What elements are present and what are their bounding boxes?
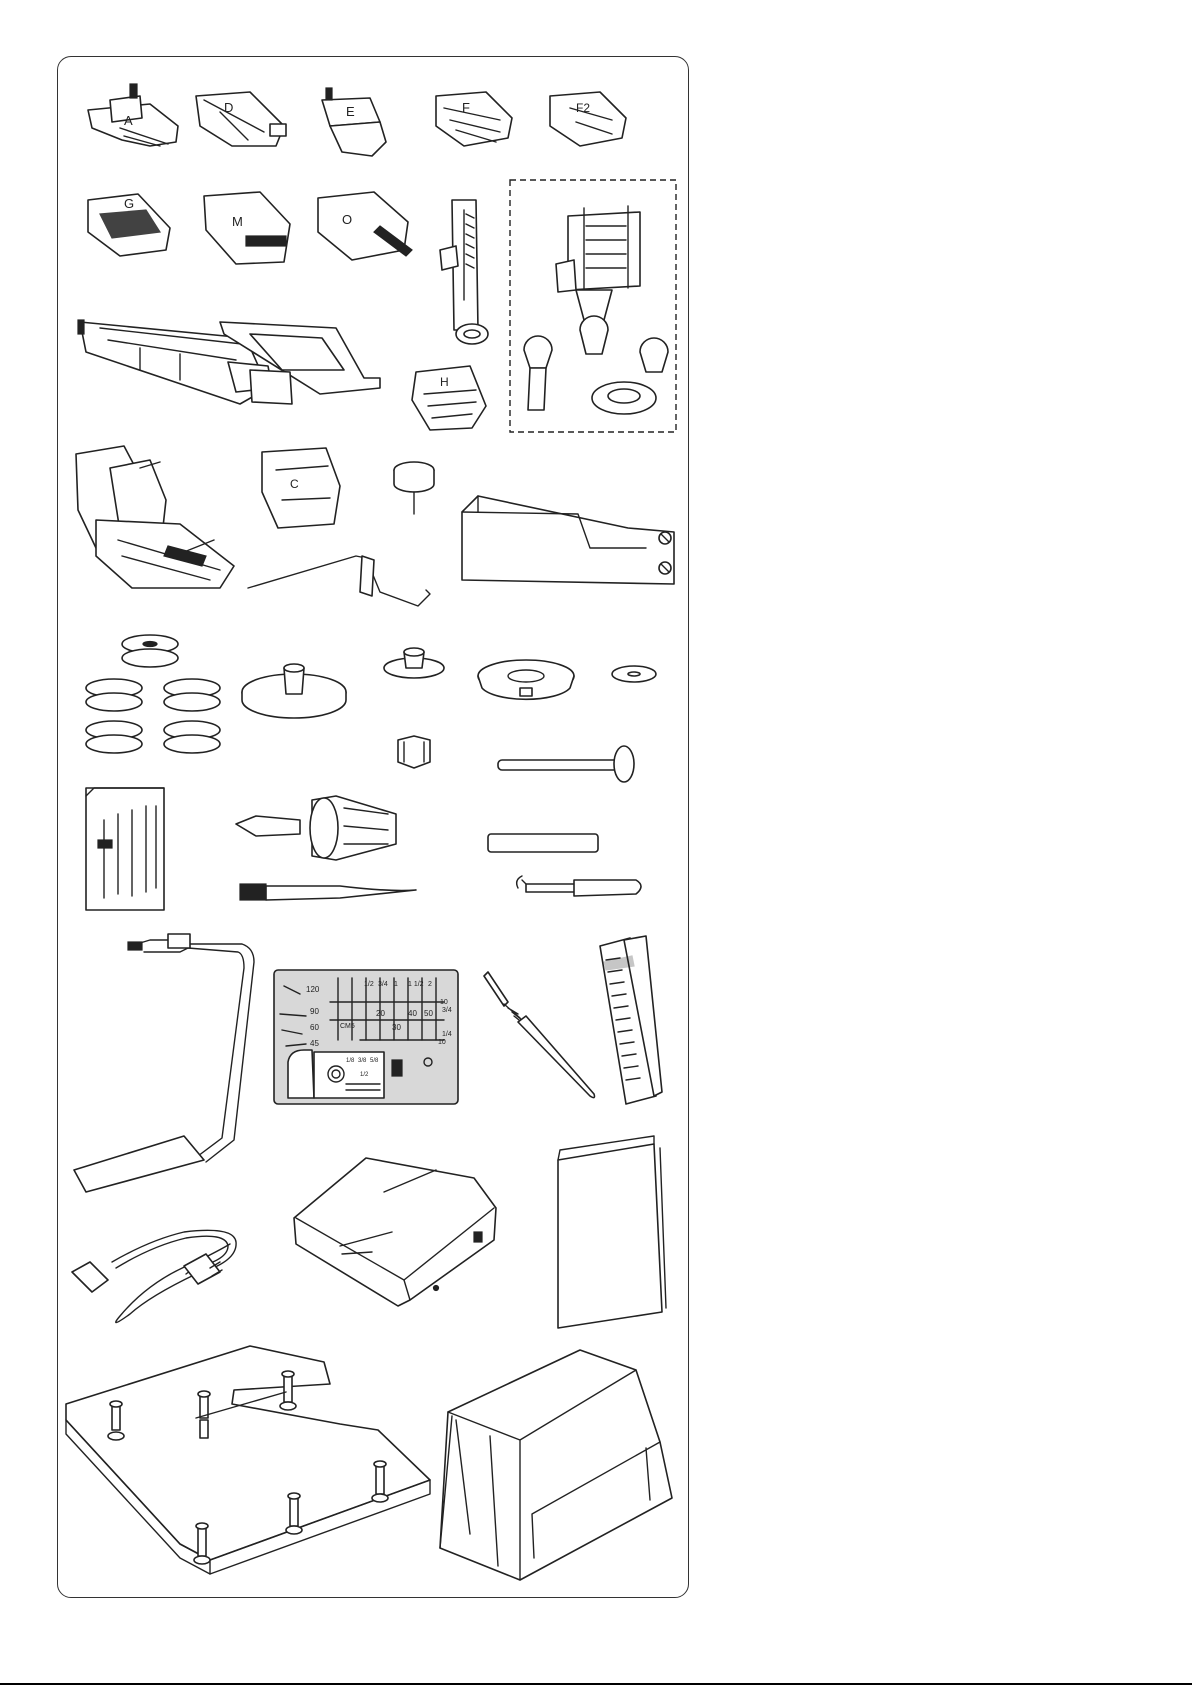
instruction-manual bbox=[558, 1136, 666, 1328]
foot-letter-f2: F2 bbox=[576, 101, 590, 115]
small-spool-holder bbox=[384, 648, 444, 678]
quilting-guide-bar bbox=[248, 556, 430, 606]
extension-table bbox=[66, 1346, 430, 1574]
ruler-mark-one: 1 bbox=[394, 981, 398, 988]
darning-foot-p bbox=[440, 200, 488, 344]
seam-ripper-cap bbox=[488, 834, 598, 852]
button-sewing-foot-t: H bbox=[412, 366, 486, 430]
tape-measure bbox=[600, 936, 662, 1104]
side-mark-quarter: 1/4 bbox=[442, 1031, 452, 1038]
foot-letter-o: O bbox=[342, 212, 352, 227]
foot-letter-d: D bbox=[224, 100, 233, 115]
spool-pin bbox=[498, 746, 634, 782]
blind-hem-foot-m: M bbox=[204, 192, 290, 264]
side-mark-three-quarter: 3/4 bbox=[442, 1007, 452, 1014]
side-mark-10: 10 bbox=[440, 999, 448, 1006]
foot-letter-e: E bbox=[346, 104, 355, 119]
bobbins bbox=[86, 635, 220, 753]
needle-plate-angle-45: 45 bbox=[310, 1039, 319, 1048]
grid-label-20: 20 bbox=[376, 1009, 385, 1018]
grid-label-30: 30 bbox=[392, 1023, 401, 1032]
inset-mark-4: 1/2 bbox=[360, 1072, 369, 1078]
spool-stand-base bbox=[478, 660, 574, 699]
foot-letter-c: C bbox=[290, 477, 299, 491]
needle-plate-angle-60: 60 bbox=[310, 1023, 319, 1032]
knee-lifter bbox=[74, 934, 254, 1192]
inset-mark-3: 5/8 bbox=[370, 1058, 379, 1064]
ruler-mark-three-quarter: 3/4 bbox=[378, 981, 388, 988]
satin-foot-f: F bbox=[436, 92, 512, 146]
lint-brush bbox=[240, 884, 416, 900]
dust-cover bbox=[440, 1350, 672, 1580]
stitch-guide-foot: C bbox=[262, 448, 340, 528]
foot-letter-g: G bbox=[124, 196, 134, 211]
knee-lifter-stud bbox=[394, 462, 434, 514]
overcasting-foot-e: E bbox=[322, 88, 386, 156]
grid-label-40: 40 bbox=[408, 1009, 417, 1018]
spool-cap bbox=[398, 736, 430, 768]
side-mark-10-lower: 10 bbox=[438, 1039, 446, 1046]
foot-letter-m: M bbox=[232, 214, 243, 229]
ruler-mark-two: 2 bbox=[428, 981, 432, 988]
needle-plate-angle-120: 120 bbox=[306, 985, 320, 994]
ruler-mark-one-half: 1 1/2 bbox=[408, 981, 424, 988]
open-toe-foot-f2: F2 bbox=[550, 92, 626, 146]
zigzag-foot-a: A bbox=[88, 84, 178, 146]
foot-letter-a: A bbox=[124, 113, 133, 128]
ruler-mark-half: 1/2 bbox=[364, 981, 374, 988]
foot-letter-f: F bbox=[462, 100, 470, 115]
zipper-foot-d: D bbox=[196, 92, 286, 146]
free-motion-quilting-set bbox=[524, 206, 668, 414]
large-spool-holder bbox=[242, 664, 346, 718]
felt-washer bbox=[612, 666, 656, 682]
satin-stitch-foot-g: G bbox=[88, 194, 170, 256]
seam-ripper bbox=[517, 876, 641, 896]
needle-plate-angle-90: 90 bbox=[310, 1007, 319, 1016]
needle-plate-logo: CM5 bbox=[340, 1023, 355, 1030]
power-cord bbox=[72, 1230, 236, 1322]
needle-plate: 120 90 60 45 1/2 3/4 1 1 1/2 2 20 30 40 … bbox=[274, 970, 458, 1104]
needle-set bbox=[86, 788, 164, 910]
inset-mark-2: 3/8 bbox=[358, 1058, 367, 1064]
seam-guide-plate bbox=[462, 496, 674, 584]
even-feed-foot bbox=[76, 446, 234, 588]
grid-label-50: 50 bbox=[424, 1009, 433, 1018]
foot-control bbox=[294, 1158, 496, 1306]
inset-mark-1: 1/8 bbox=[346, 1058, 355, 1064]
screwdriver bbox=[236, 796, 396, 860]
foot-letter-h: H bbox=[440, 375, 449, 389]
touch-pen bbox=[484, 972, 595, 1098]
quarter-inch-foot-o: O bbox=[318, 192, 412, 260]
